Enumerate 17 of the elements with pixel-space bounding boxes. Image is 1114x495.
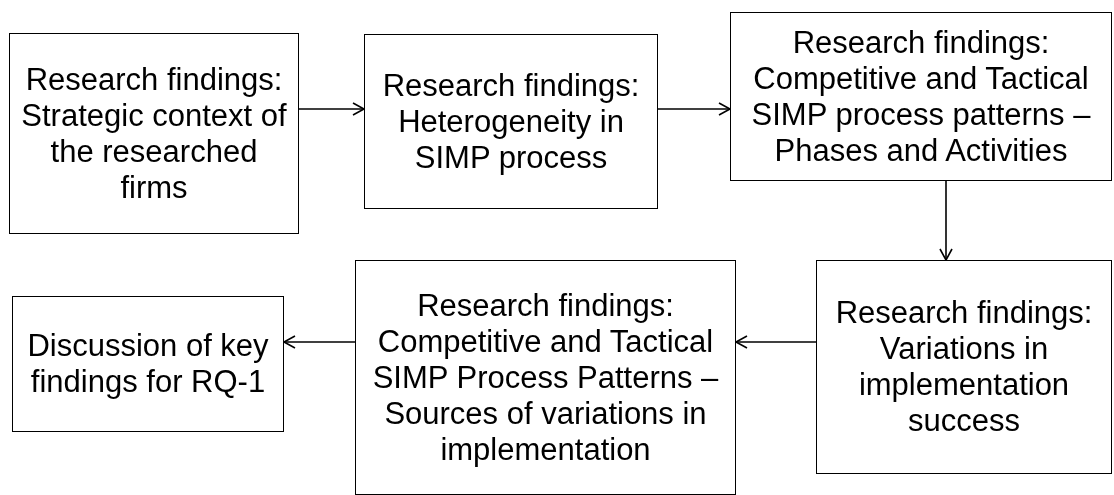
box-text: Research findings: Competitive and Tactical SIMP process patterns – Phases and Activities: [750, 24, 1092, 169]
box-text: Research findings: Competitive and Tactical SIMP Process Patterns – Sources of variations in implementation: [371, 287, 720, 468]
box-text: Research findings: Variations in implementation success: [834, 295, 1094, 439]
process-box: [12, 296, 284, 432]
process-box: [364, 34, 658, 209]
arrow: [939, 180, 953, 261]
box-text: Discussion of key findings for RQ-1: [26, 328, 270, 400]
arrow: [657, 102, 731, 116]
process-box: [730, 12, 1112, 181]
arrow: [735, 335, 817, 349]
arrow: [298, 102, 365, 116]
box-text: Research findings: Strategic context of the researched firms: [20, 61, 288, 206]
process-box: [9, 33, 299, 234]
process-box: [355, 260, 736, 495]
process-box: [816, 260, 1112, 474]
arrow: [283, 335, 356, 349]
box-text: Research findings: Heterogeneity in SIMP process: [381, 67, 641, 176]
